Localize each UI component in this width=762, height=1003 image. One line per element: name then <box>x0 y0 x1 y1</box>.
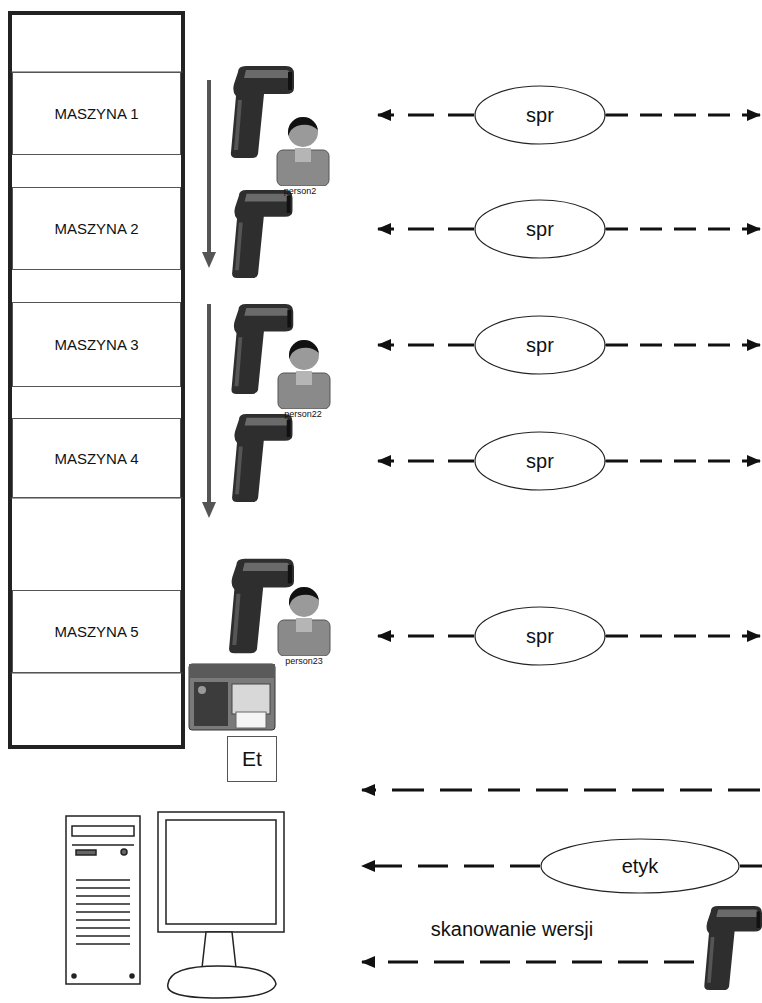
node-text: spr <box>526 104 554 127</box>
check-ellipse: spr <box>474 85 606 145</box>
label-ellipse: etyk <box>540 838 740 894</box>
check-ellipse: spr <box>474 315 606 375</box>
ellipse-outline <box>475 316 605 374</box>
machine-column <box>10 13 183 747</box>
flow-arrowhead <box>202 252 216 518</box>
node-text: spr <box>526 334 554 357</box>
node-text: spr <box>526 450 554 473</box>
ellipse-outline <box>475 200 605 258</box>
node-text: etyk <box>622 855 659 878</box>
node-text: Et <box>242 747 262 771</box>
ellipse-outline <box>475 607 605 665</box>
node-text: MASZYNA 1 <box>54 105 138 122</box>
label-box: Et <box>227 736 277 782</box>
machine-box: MASZYNA 3 <box>12 302 181 387</box>
person-name: person23 <box>285 656 323 666</box>
flow-arrow <box>207 80 211 505</box>
label-printer <box>189 664 275 730</box>
check-ellipse: spr <box>474 431 606 491</box>
machine-box: MASZYNA 2 <box>12 187 181 270</box>
check-ellipse: spr <box>474 199 606 259</box>
barcode-scanner <box>229 66 762 990</box>
node-text: MASZYNA 5 <box>54 623 138 640</box>
ellipse-outline <box>541 839 739 893</box>
machine-box: MASZYNA 5 <box>12 590 181 673</box>
machine-box: MASZYNA 1 <box>12 72 181 155</box>
check-ellipse: spr <box>474 606 606 666</box>
node-text: MASZYNA 3 <box>54 336 138 353</box>
ellipse-outline <box>475 432 605 490</box>
person-name: person2 <box>284 186 317 196</box>
node-text: MASZYNA 4 <box>54 450 138 467</box>
machine-box: MASZYNA 4 <box>12 418 181 498</box>
dashed-arrow <box>362 115 762 962</box>
operator-icon <box>277 117 330 656</box>
computer-icon <box>66 812 284 998</box>
node-text: spr <box>526 625 554 648</box>
node-text: spr <box>526 218 554 241</box>
person-name: person22 <box>284 409 322 419</box>
ellipse-outline <box>475 86 605 144</box>
annotation-text: skanowanie wersji <box>431 918 593 941</box>
node-text: MASZYNA 2 <box>54 220 138 237</box>
